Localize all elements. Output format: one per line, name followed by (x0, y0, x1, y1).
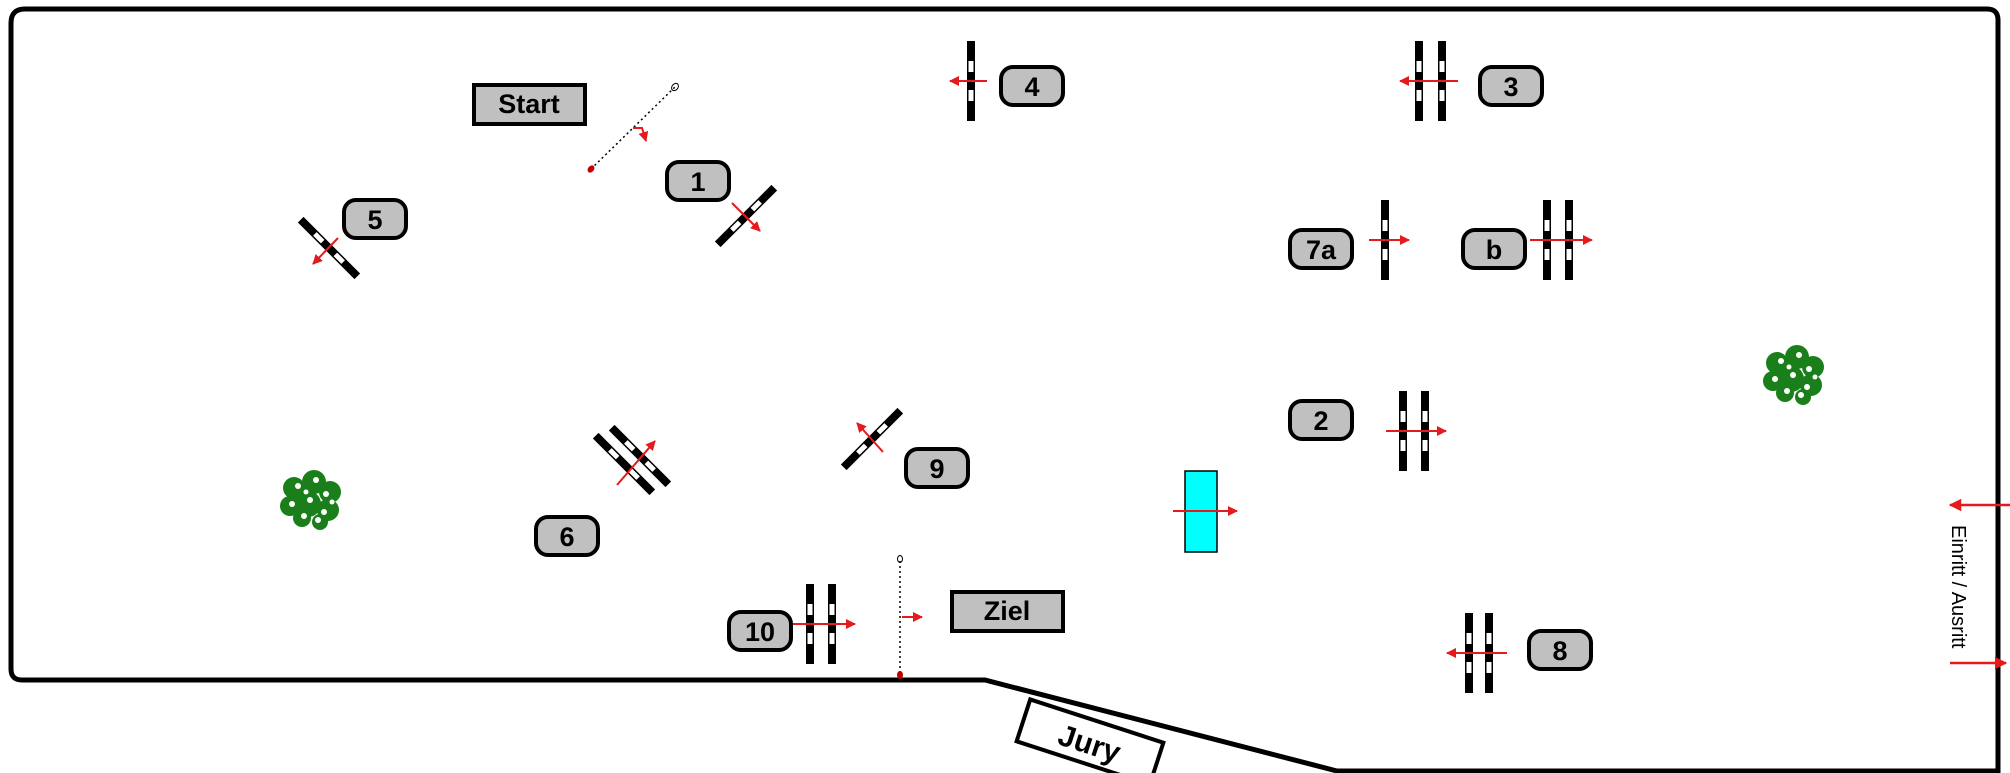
obstacle-1-fence (714, 184, 778, 248)
obstacle-10-number: 10 (727, 610, 793, 652)
obstacle-4-label: 4 (1024, 72, 1039, 102)
obstacle-2-number: 2 (1288, 399, 1354, 441)
obstacle-1-label: 1 (690, 167, 705, 197)
obstacle-5-label: 5 (367, 205, 382, 235)
obstacle-6-label: 6 (559, 522, 574, 552)
obstacle-7b-number: b (1461, 228, 1527, 270)
obstacle-2-fence (1386, 391, 1447, 471)
start-label-box: Start (472, 83, 587, 126)
obstacle-10-label: 10 (745, 617, 775, 647)
entry-exit-label: Einritt / Ausritt (1947, 525, 1969, 649)
obstacle-7a-fence (1369, 200, 1410, 280)
obstacle-9-number: 9 (904, 447, 970, 489)
obstacle-7a-label: 7a (1306, 235, 1337, 265)
obstacle-1-number: 1 (665, 160, 731, 202)
obstacle-8-label: 8 (1552, 636, 1567, 666)
obstacle-3-label: 3 (1503, 72, 1518, 102)
obstacle-8-fence (1446, 613, 1507, 693)
obstacle-8-number: 8 (1527, 629, 1593, 671)
obstacle-7b-label: b (1486, 235, 1503, 265)
obstacle-4-fence (949, 41, 987, 121)
bush-left-icon (280, 470, 341, 530)
obstacle-2-label: 2 (1313, 406, 1328, 436)
finish-label-box: Ziel (950, 590, 1065, 633)
obstacle-6-number: 6 (534, 515, 600, 557)
finish-label: Ziel (984, 596, 1031, 626)
jury-box: Jury (1014, 696, 1166, 773)
obstacle-10-fence (793, 584, 856, 664)
finish-line (897, 555, 923, 679)
obstacle-3-number: 3 (1478, 65, 1544, 107)
obstacle-9-fence (840, 407, 904, 471)
obstacle-3-fence (1399, 41, 1458, 121)
obstacle-4-number: 4 (999, 65, 1065, 107)
obstacle-9-label: 9 (929, 454, 944, 484)
obstacle-7a-number: 7a (1288, 228, 1354, 270)
entry-exit: Einritt / Ausritt (1947, 498, 2010, 670)
arena-boundary (8, 6, 2001, 773)
obstacle-7b-fence (1530, 200, 1593, 280)
obstacle-5-fence (297, 216, 361, 280)
start-label: Start (498, 89, 560, 119)
start-line (587, 82, 679, 173)
bush-right-icon (1763, 345, 1824, 405)
water-obstacle (1173, 470, 1238, 553)
obstacle-5-number: 5 (342, 198, 408, 240)
obstacle-6-fence (592, 424, 672, 496)
